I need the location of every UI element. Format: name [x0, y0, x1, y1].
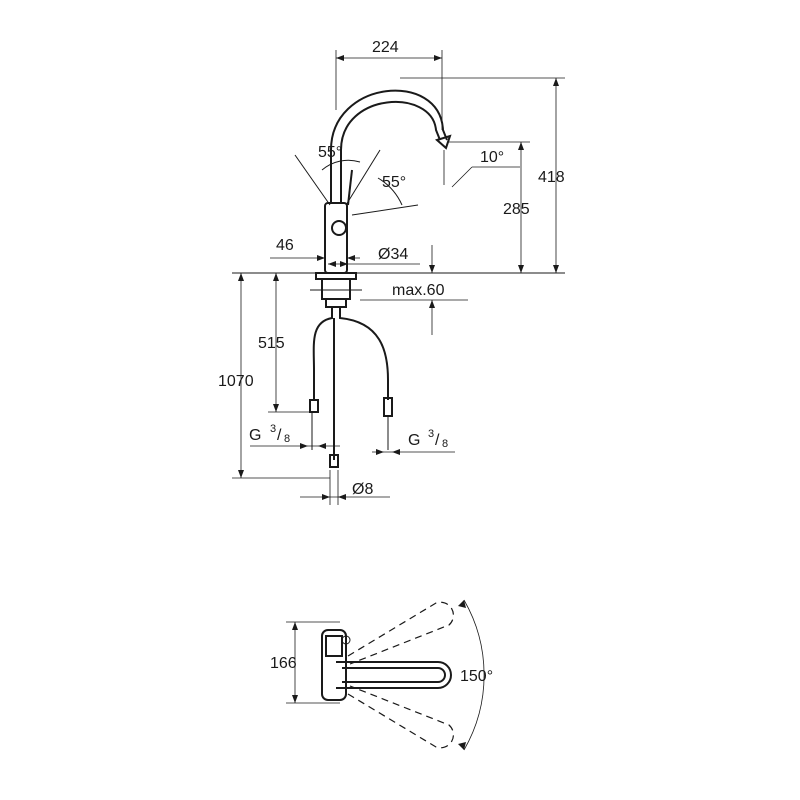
dim-lever-angle-left: 55°: [318, 144, 342, 161]
dim-hose-length-short: 515: [258, 335, 285, 352]
dim-body-depth: 46: [276, 237, 294, 254]
dim-outlet-diameter: Ø8: [352, 481, 373, 498]
plan-spout-inner: [342, 667, 446, 683]
dim-base-diameter: Ø34: [378, 246, 408, 263]
dim-thread-left-num: 3: [270, 423, 276, 435]
dim-thread-right-num: 3: [428, 428, 434, 440]
elevation-dimensions: 224 418 285 10° 55° 55° 46 Ø34: [218, 39, 565, 505]
dim-spout-height: 285: [503, 201, 530, 218]
mounting-shank: [321, 278, 351, 300]
faucet-elevation-view: [232, 89, 565, 468]
hose-fitting-left: [309, 399, 319, 413]
dim-plan-depth: 166: [270, 655, 297, 672]
plan-spout-rotated-up: [347, 601, 455, 665]
swivel-arc: [463, 599, 485, 751]
dim-spout-angle: 10°: [480, 149, 504, 166]
svg-text:/: /: [277, 427, 282, 444]
plan-body: [321, 629, 347, 701]
dim-thread-left-den: 8: [284, 433, 290, 445]
dim-spout-reach: 224: [372, 39, 399, 56]
hose-fitting-right: [383, 397, 393, 417]
dim-lever-angle-right: 55°: [382, 174, 406, 191]
dim-max-thickness: max.60: [392, 282, 445, 299]
dim-thread-right: G: [408, 432, 420, 449]
dim-total-height: 418: [538, 169, 565, 186]
dim-thread-right-den: 8: [442, 438, 448, 450]
lever-handle: [347, 169, 353, 206]
plan-lever-knob: [341, 635, 351, 645]
lever-angle-line-right: [345, 149, 381, 206]
mounting-nut: [325, 298, 347, 308]
dim-swivel-angle: 150°: [460, 668, 493, 685]
spout-outer: [330, 89, 448, 203]
plan-lever: [325, 635, 343, 657]
svg-text:/: /: [435, 432, 440, 449]
lever-forward-arc: [377, 177, 403, 206]
faucet-plan-view: 166 150°: [270, 599, 493, 751]
lever-angle-arc: [321, 159, 361, 171]
hose-right: [339, 307, 389, 400]
hose-left: [312, 307, 333, 400]
lever-angle-line-left: [294, 154, 331, 206]
plan-spout-rotated-down: [347, 685, 455, 749]
lever-pivot: [331, 220, 347, 236]
plan-spout: [336, 661, 452, 689]
hose-fitting-center: [329, 454, 339, 468]
spout-inner: [340, 100, 441, 203]
lever-forward-line: [351, 204, 419, 216]
dim-thread-left: G: [249, 427, 261, 444]
dim-hose-length-long: 1070: [218, 373, 254, 390]
